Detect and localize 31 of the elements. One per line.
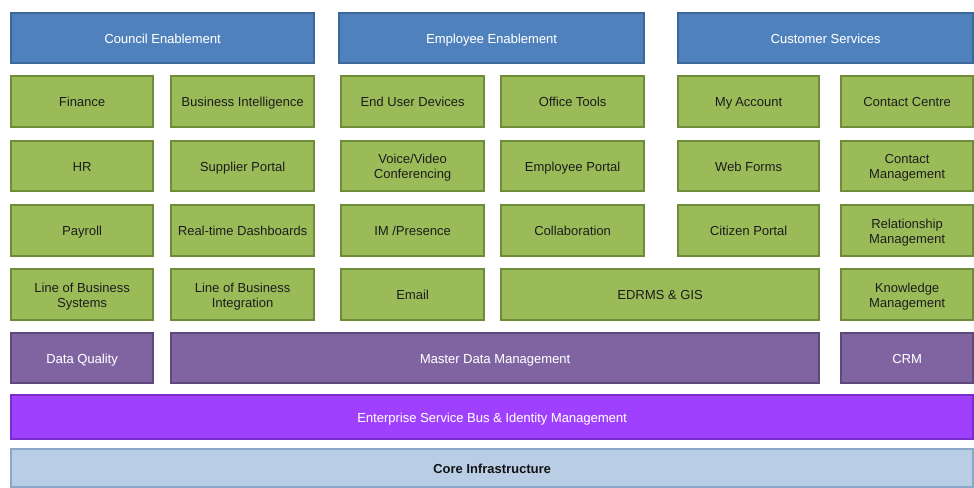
capability-box: Line of Business Systems bbox=[10, 268, 154, 321]
category-header: Customer Services bbox=[677, 12, 974, 64]
capability-box: Web Forms bbox=[677, 140, 820, 192]
capability-box: Citizen Portal bbox=[677, 204, 820, 257]
data-layer-box: CRM bbox=[840, 332, 974, 384]
capability-box: Payroll bbox=[10, 204, 154, 257]
capability-box: Business Intelligence bbox=[170, 75, 315, 128]
capability-box: Contact Centre bbox=[840, 75, 974, 128]
capability-box: Relationship Management bbox=[840, 204, 974, 257]
capability-box: EDRMS & GIS bbox=[500, 268, 820, 321]
capability-box: Line of Business Integration bbox=[170, 268, 315, 321]
capability-box: Email bbox=[340, 268, 485, 321]
category-header: Employee Enablement bbox=[338, 12, 645, 64]
capability-box: Office Tools bbox=[500, 75, 645, 128]
capability-box: Finance bbox=[10, 75, 154, 128]
capability-box: Employee Portal bbox=[500, 140, 645, 192]
integration-band: Enterprise Service Bus & Identity Management bbox=[10, 394, 974, 440]
capability-box: Collaboration bbox=[500, 204, 645, 257]
capability-box: HR bbox=[10, 140, 154, 192]
data-layer-box: Data Quality bbox=[10, 332, 154, 384]
capability-box: Real-time Dashboards bbox=[170, 204, 315, 257]
capability-box: End User Devices bbox=[340, 75, 485, 128]
capability-box: My Account bbox=[677, 75, 820, 128]
category-header: Council Enablement bbox=[10, 12, 315, 64]
capability-box: Voice/Video Conferencing bbox=[340, 140, 485, 192]
capability-box: Knowledge Management bbox=[840, 268, 974, 321]
data-layer-box: Master Data Management bbox=[170, 332, 820, 384]
capability-box: IM /Presence bbox=[340, 204, 485, 257]
capability-box: Contact Management bbox=[840, 140, 974, 192]
infrastructure-band: Core Infrastructure bbox=[10, 448, 974, 488]
capability-box: Supplier Portal bbox=[170, 140, 315, 192]
